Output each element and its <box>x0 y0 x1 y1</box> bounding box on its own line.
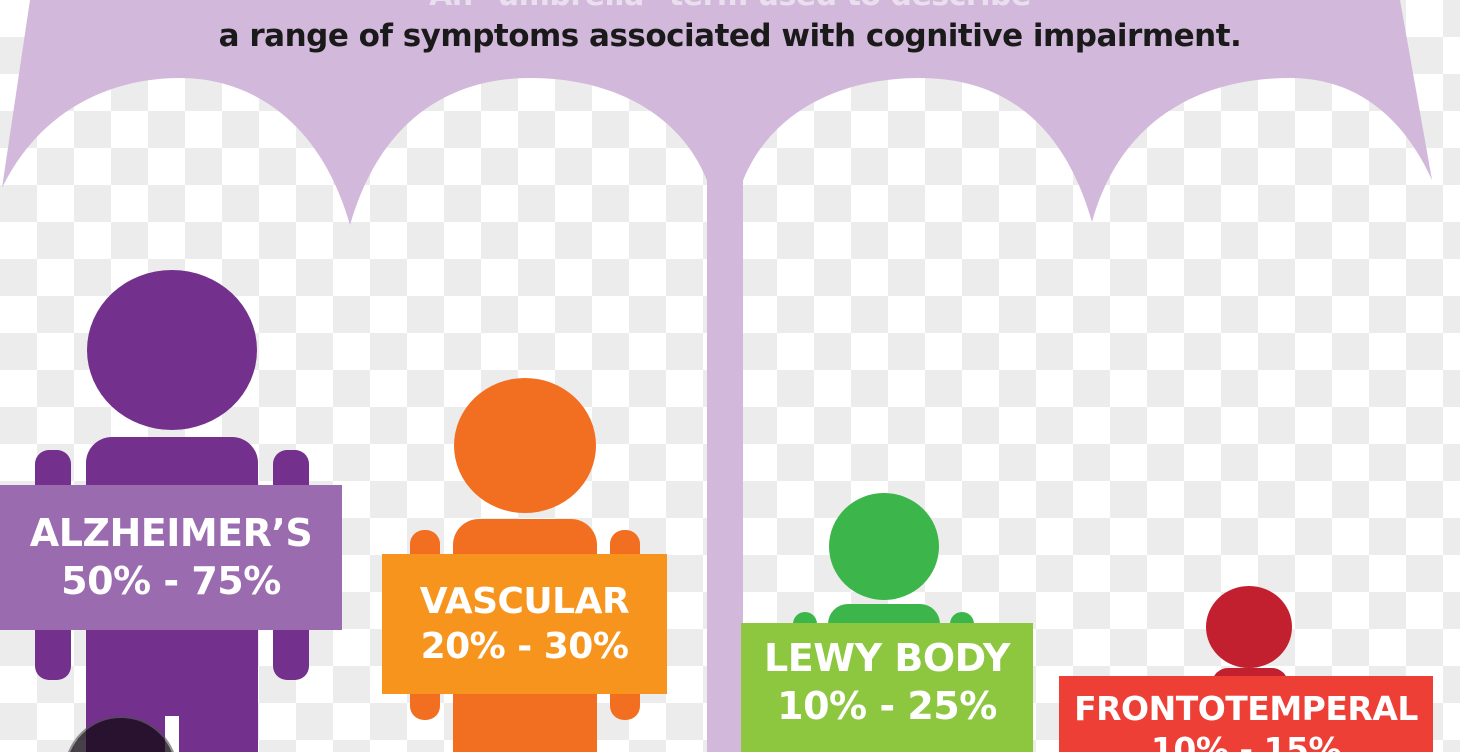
sign-label: VASCULAR <box>419 581 630 622</box>
sign-lewy-body: LEWY BODY 10% - 25% <box>741 623 1033 752</box>
sign-label: LEWY BODY <box>764 636 1010 680</box>
sign-range: 50% - 75% <box>61 558 281 603</box>
headline-line-1: An "umbrella" term used to describe <box>0 0 1460 13</box>
sign-range: 10% - 25% <box>777 683 997 728</box>
sign-vascular: VASCULAR 20% - 30% <box>382 554 667 694</box>
umbrella-canopy <box>2 0 1432 225</box>
person-head-icon <box>87 270 257 430</box>
sign-frontotemporal: FRONTOTEMPERAL 10% - 15% <box>1059 676 1433 752</box>
headline-line-2: a range of symptoms associated with cogn… <box>218 18 1242 54</box>
sign-label: ALZHEIMER’S <box>29 511 313 555</box>
person-leg-gap <box>165 716 179 752</box>
sign-alzheimers: ALZHEIMER’S 50% - 75% <box>0 485 342 630</box>
person-head-icon <box>1206 586 1292 668</box>
sign-label: FRONTOTEMPERAL <box>1074 689 1418 728</box>
person-head-icon <box>454 378 596 513</box>
person-head-icon <box>829 493 939 600</box>
sign-range: 10% - 15% <box>1150 730 1342 752</box>
umbrella-shaft <box>707 180 743 752</box>
sign-range: 20% - 30% <box>420 626 629 667</box>
